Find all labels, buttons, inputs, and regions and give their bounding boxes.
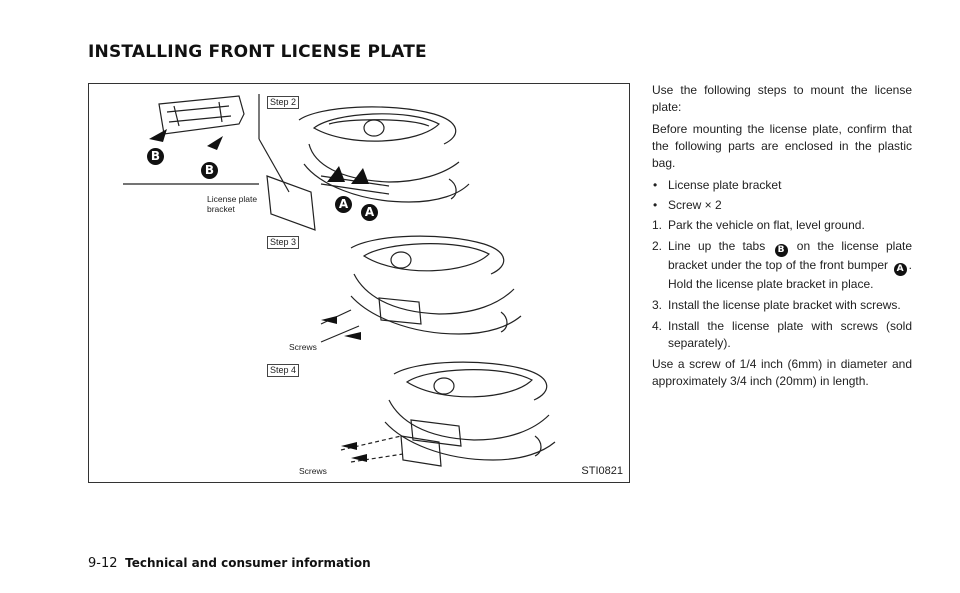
step-text: Park the vehicle on flat, level ground.: [668, 218, 865, 232]
step-number: 3.: [652, 298, 663, 312]
bracket-callout: License plate bracket: [207, 194, 257, 214]
step-text: Install the license plate with screws (s…: [668, 319, 912, 350]
page-heading: INSTALLING FRONT LICENSE PLATE: [88, 42, 427, 62]
step-text: Install the license plate bracket with s…: [668, 298, 901, 312]
marker-b-2: B: [201, 162, 218, 179]
page-number: 9-12: [88, 556, 118, 571]
step-3-label: Step 3: [267, 236, 300, 249]
marker-a-inline: A: [893, 263, 907, 276]
intro-paragraph: Use the following steps to mount the lic…: [652, 83, 912, 114]
step-number: 2.: [652, 239, 663, 253]
step-2-label: Step 2: [267, 96, 300, 109]
bracket-callout-line1: License plate: [207, 194, 258, 204]
step-number: 1.: [652, 218, 663, 232]
before-paragraph: Before mounting the license plate, confi…: [652, 122, 912, 170]
step-item: 1. Park the vehicle on flat, level groun…: [652, 217, 912, 234]
closing-paragraph: Use a screw of 1/4 inch (6mm) in diamete…: [652, 357, 912, 388]
step-4-label: Step 4: [267, 364, 300, 377]
installation-figure: Step 2 Step 3 Step 4 License plate brack…: [88, 83, 630, 483]
bullet-item: • Screw × 2: [652, 197, 912, 214]
bracket-callout-line2: bracket: [207, 204, 235, 214]
screws-callout-step3: Screws: [289, 342, 317, 352]
step-number: 4.: [652, 319, 663, 333]
screws-callout-step4: Screws: [299, 466, 327, 476]
step-text-post: . Hold the license plate bracket in plac…: [668, 258, 912, 291]
marker-b-1: B: [147, 148, 164, 165]
bullet-icon: •: [653, 198, 658, 212]
step-item: 2. Line up the tabs B on the license pla…: [652, 238, 912, 293]
marker-b-inline: B: [774, 244, 788, 257]
bullet-text: License plate bracket: [668, 178, 782, 192]
step-text-mid: on the license plate bracket under the t…: [668, 239, 912, 272]
marker-a-2: A: [361, 204, 378, 221]
instructions-column: Use the following steps to mount the lic…: [652, 82, 912, 395]
step-item: 4. Install the license plate with screws…: [652, 318, 912, 352]
section-title: Technical and consumer information: [125, 556, 371, 570]
bullet-icon: •: [653, 178, 658, 192]
page-footer: 9-12 Technical and consumer information: [88, 555, 371, 571]
figure-code: STI0821: [581, 465, 623, 477]
step-text-pre: Line up the tabs: [668, 239, 766, 253]
installation-illustration: [123, 94, 556, 467]
step-item: 3. Install the license plate bracket wit…: [652, 297, 912, 314]
bullet-item: • License plate bracket: [652, 177, 912, 194]
bullet-text: Screw × 2: [668, 198, 722, 212]
marker-a-1: A: [335, 196, 352, 213]
